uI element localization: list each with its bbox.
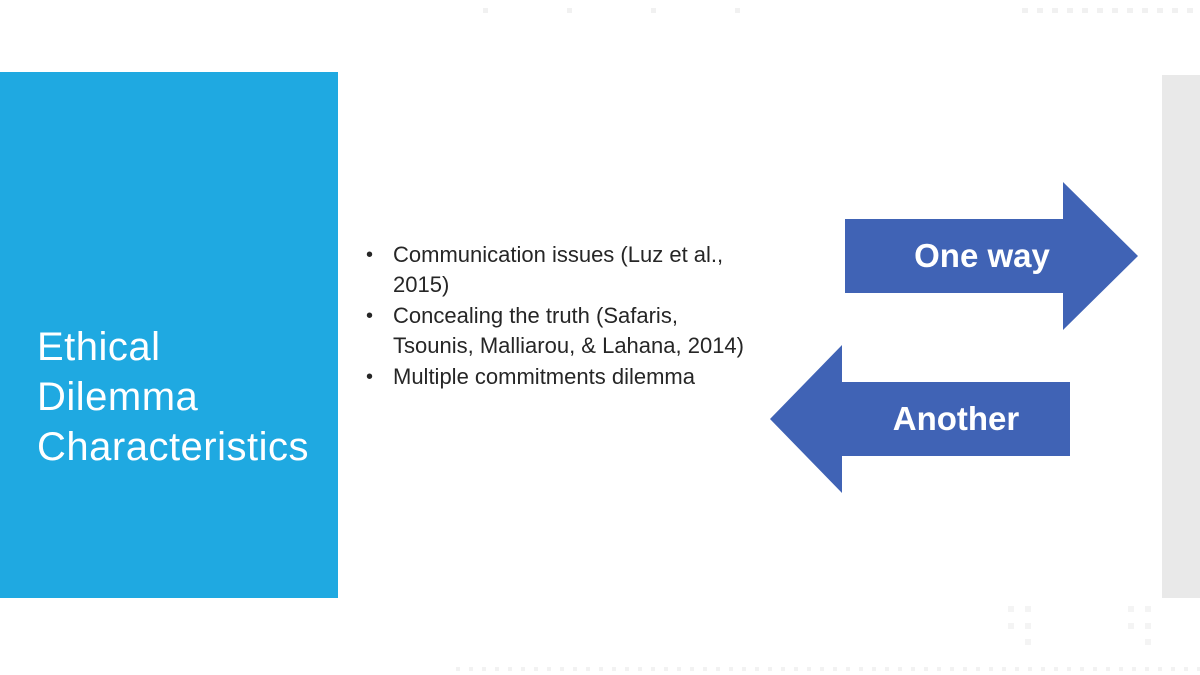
bullet-dot-icon: •: [366, 366, 374, 388]
bullet-item: • Communication issues (Luz et al., 2015…: [363, 240, 761, 300]
bullet-text: Communication issues (Luz et al., 2015): [393, 242, 724, 297]
top-dotted-border: [483, 8, 753, 13]
bottom-dotted-border: [456, 667, 1200, 671]
one-way-arrow: One way: [845, 182, 1138, 330]
another-arrow: Another: [770, 345, 1070, 493]
top-dotted-border-right: [1022, 8, 1200, 13]
bullet-dot-icon: •: [366, 305, 374, 327]
one-way-arrow-label: One way: [914, 237, 1050, 274]
decorative-dot-cluster: [1008, 606, 1014, 612]
another-arrow-label: Another: [892, 400, 1020, 437]
title-panel: Ethical Dilemma Characteristics: [0, 72, 338, 598]
bullet-text: Multiple commitments dilemma: [393, 364, 695, 389]
arrow-right-icon: [845, 182, 1138, 330]
bullet-dot-icon: •: [366, 244, 374, 266]
arrow-left-icon: [770, 345, 1070, 493]
decorative-dot-cluster: [1128, 606, 1134, 612]
bullet-item: • Multiple commitments dilemma: [363, 362, 761, 392]
bullet-list: • Communication issues (Luz et al., 2015…: [363, 240, 761, 393]
slide-title: Ethical Dilemma Characteristics: [37, 325, 310, 469]
bullet-item: • Concealing the truth (Safaris, Tsounis…: [363, 301, 761, 361]
bullet-text: Concealing the truth (Safaris, Tsounis, …: [393, 303, 744, 358]
next-slide-edge-strip: [1162, 75, 1200, 598]
